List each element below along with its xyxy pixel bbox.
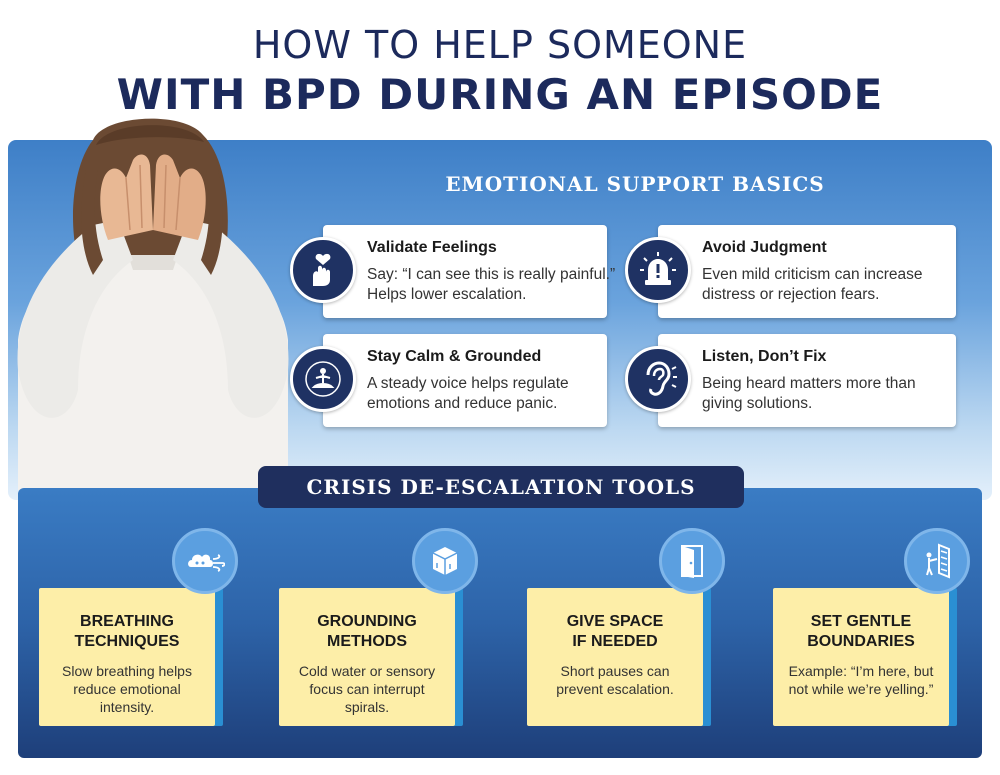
tool-title-line-2: TECHNIQUES — [74, 633, 180, 650]
card-title: Stay Calm & Grounded — [367, 348, 542, 365]
alarm-icon — [625, 237, 691, 303]
tool-breathing: BREATHING TECHNIQUES Slow breathing help… — [39, 588, 215, 726]
card-avoid-judgment: Avoid Judgment Even mild criticism can i… — [658, 225, 956, 318]
heart-hand-icon — [290, 237, 356, 303]
card-listen: Listen, Don’t Fix Being heard matters mo… — [658, 334, 956, 427]
card-body: Even mild criticism can increase distres… — [702, 266, 923, 303]
card-body: Say: “I can see this is really painful.”… — [367, 266, 616, 303]
door-icon — [659, 528, 725, 594]
wall-icon — [904, 528, 970, 594]
tool-body: Example: “I’m here, but not while we’re … — [788, 663, 934, 697]
tool-title: BREATHING TECHNIQUES — [39, 612, 215, 652]
tool-title: SET GENTLE BOUNDARIES — [773, 612, 949, 652]
card-title: Listen, Don’t Fix — [702, 348, 827, 365]
card-body: A steady voice helps regulate emotions a… — [367, 375, 569, 412]
crisis-heading: CRISIS DE-ESCALATION TOOLS — [258, 466, 744, 508]
tool-body: Slow breathing helps reduce emotional in… — [62, 663, 192, 715]
tool-give-space: GIVE SPACE IF NEEDED Short pauses can pr… — [527, 588, 703, 726]
card-stay-calm: Stay Calm & Grounded A steady voice help… — [323, 334, 607, 427]
tool-title: GIVE SPACE IF NEEDED — [527, 612, 703, 652]
page-title: HOW TO HELP SOMEONE WITH BPD DURING AN E… — [0, 22, 1000, 120]
tool-title-line-1: BREATHING — [80, 613, 174, 630]
person-illustration — [17, 118, 289, 490]
tool-boundaries: SET GENTLE BOUNDARIES Example: “I’m here… — [773, 588, 949, 726]
breath-cloud-icon — [172, 528, 238, 594]
tool-title-line-1: GROUNDING — [317, 613, 417, 630]
tool-grounding: GROUNDING METHODS Cold water or sensory … — [279, 588, 455, 726]
tool-title-line-1: SET GENTLE — [810, 613, 912, 630]
tool-title-line-2: METHODS — [327, 633, 407, 650]
title-line-1: HOW TO HELP SOMEONE — [252, 23, 748, 67]
meditation-icon — [290, 346, 356, 412]
ice-cube-icon — [412, 528, 478, 594]
ear-icon — [625, 346, 691, 412]
tool-body: Short pauses can prevent escalation. — [556, 663, 674, 697]
tool-title-line-2: IF NEEDED — [572, 633, 658, 650]
card-title: Validate Feelings — [367, 239, 497, 256]
tool-title-line-1: GIVE SPACE — [566, 613, 664, 630]
tool-title-line-2: BOUNDARIES — [807, 633, 915, 650]
card-title: Avoid Judgment — [702, 239, 827, 256]
card-validate-feelings: Validate Feelings Say: “I can see this i… — [323, 225, 615, 318]
card-body: Being heard matters more than giving sol… — [702, 375, 916, 412]
support-heading: EMOTIONAL SUPPORT BASICS — [445, 172, 825, 196]
title-line-2: WITH BPD DURING AN EPISODE — [116, 70, 884, 119]
tool-body: Cold water or sensory focus can interrup… — [298, 663, 436, 715]
tool-title: GROUNDING METHODS — [279, 612, 455, 652]
